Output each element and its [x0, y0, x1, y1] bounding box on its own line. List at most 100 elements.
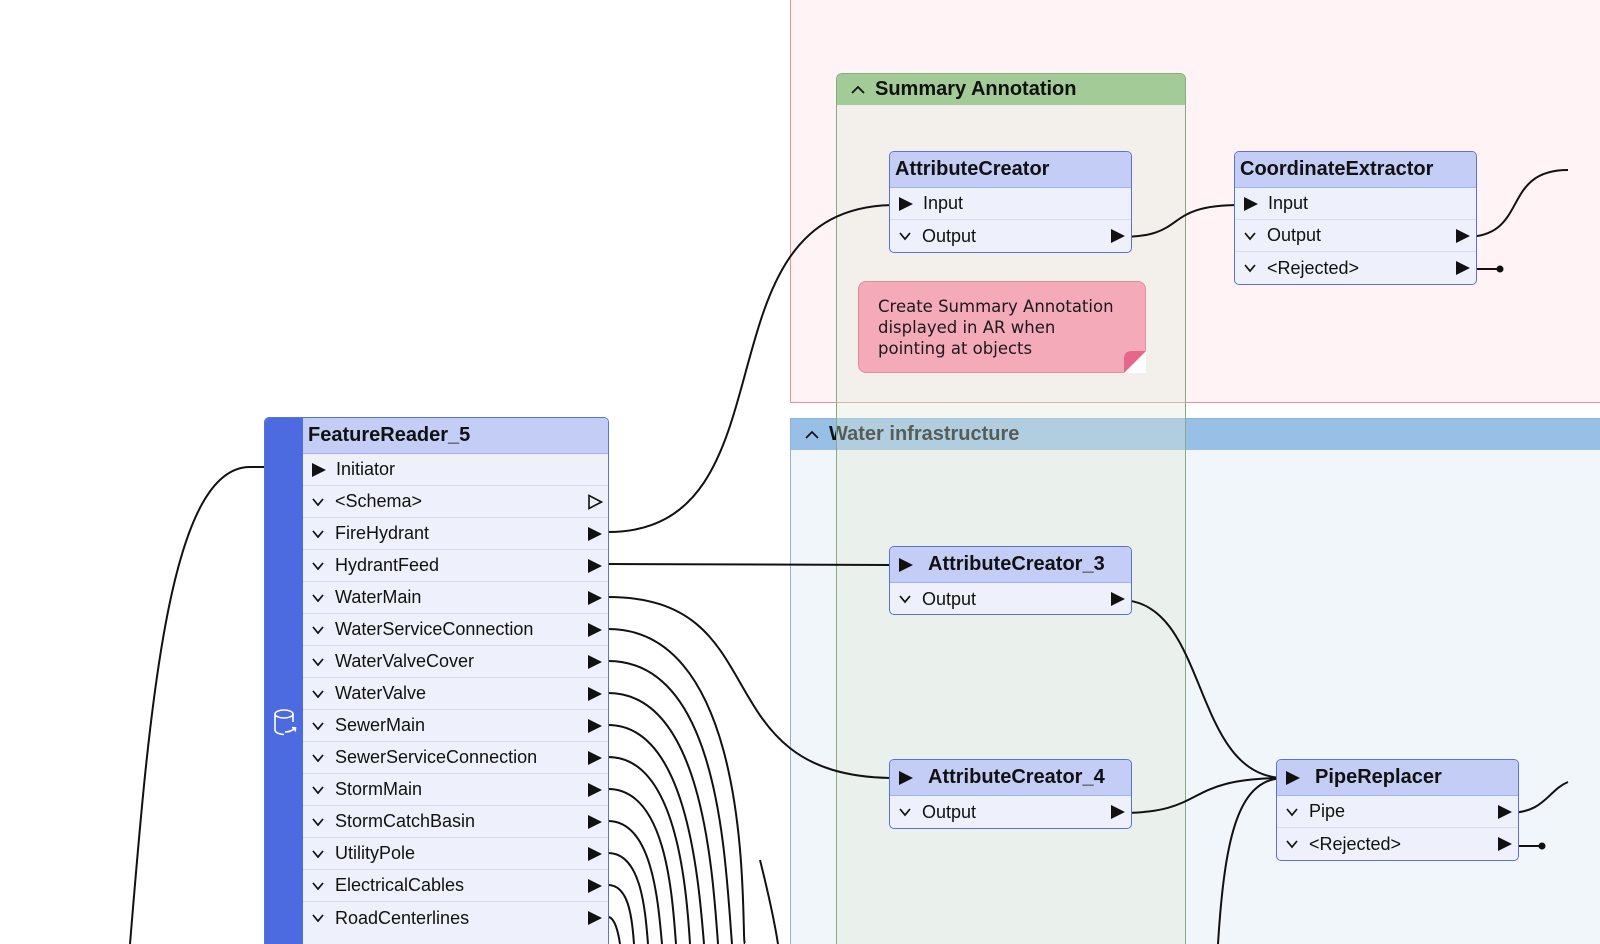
attributecreator-3-header[interactable]: AttributeCreator_3 [890, 547, 1131, 583]
chevron-down-icon[interactable] [898, 805, 912, 819]
reader-port-stormmain[interactable]: StormMain [303, 774, 608, 806]
output-arrow-icon[interactable] [1110, 228, 1126, 244]
reader-port-schema[interactable]: <Schema> [303, 486, 608, 518]
reader-port-watervalve[interactable]: WaterValve [303, 678, 608, 710]
reader-port-watermain[interactable]: WaterMain [303, 582, 608, 614]
attributecreator-4-node[interactable]: AttributeCreator_4 Output [889, 759, 1132, 829]
reader-port-sewerserviceconnection[interactable]: SewerServiceConnection [303, 742, 608, 774]
output-arrow-icon[interactable] [587, 750, 603, 766]
output-arrow-icon[interactable] [587, 558, 603, 574]
output-arrow-icon[interactable] [587, 654, 603, 670]
output-arrow-icon[interactable] [587, 814, 603, 830]
attributecreator-3-output-port[interactable]: Output [890, 583, 1131, 614]
output-arrow-icon[interactable] [587, 718, 603, 734]
input-arrow-icon[interactable] [1243, 196, 1259, 212]
input-arrow-icon[interactable] [898, 196, 914, 212]
reader-port-electricalcables[interactable]: ElectricalCables [303, 870, 608, 902]
attributecreator-node[interactable]: AttributeCreator Input Output [889, 151, 1132, 253]
attributecreator-4-output-port[interactable]: Output [890, 796, 1131, 828]
attributecreator-input-port[interactable]: Input [890, 188, 1131, 220]
feature-reader-node[interactable]: FeatureReader_5 Initiator<Schema> FireHyd… [264, 417, 609, 944]
output-arrow-icon[interactable] [587, 878, 603, 894]
reader-port-stormcatchbasin[interactable]: StormCatchBasin [303, 806, 608, 838]
output-arrow-icon[interactable] [1497, 836, 1513, 852]
chevron-down-icon[interactable] [311, 783, 325, 797]
pipereplacer-pipe-port[interactable]: Pipe [1277, 796, 1518, 828]
pipereplacer-header[interactable]: PipeReplacer [1277, 760, 1518, 796]
chevron-down-icon[interactable] [311, 879, 325, 893]
output-arrow-icon[interactable] [587, 622, 603, 638]
chevron-down-icon[interactable] [311, 559, 325, 573]
coordinateextractor-title: CoordinateExtractor [1240, 158, 1434, 180]
chevron-down-icon[interactable] [1285, 805, 1299, 819]
pipereplacer-node[interactable]: PipeReplacer Pipe <Rejected> [1276, 759, 1519, 861]
chevron-down-icon[interactable] [311, 495, 325, 509]
port-label: FireHydrant [335, 523, 430, 543]
chevron-down-icon[interactable] [311, 623, 325, 637]
output-arrow-icon[interactable] [1455, 228, 1471, 244]
chevron-down-icon[interactable] [1243, 261, 1257, 275]
reader-port-firehydrant[interactable]: FireHydrant [303, 518, 608, 550]
reader-port-waterserviceconnection[interactable]: WaterServiceConnection [303, 614, 608, 646]
attributecreator-4-header[interactable]: AttributeCreator_4 [890, 760, 1131, 796]
port-label: Output [922, 225, 977, 246]
chevron-down-icon[interactable] [898, 592, 912, 606]
attributecreator-4-title: AttributeCreator_4 [928, 766, 1105, 788]
input-arrow-icon[interactable] [898, 557, 914, 573]
attributecreator-output-port[interactable]: Output [890, 220, 1131, 252]
chevron-down-icon[interactable] [311, 527, 325, 541]
port-label: Input [923, 193, 964, 213]
chevron-down-icon[interactable] [311, 847, 325, 861]
port-label: WaterServiceConnection [335, 619, 534, 639]
reader-port-utilitypole[interactable]: UtilityPole [303, 838, 608, 870]
output-arrow-icon[interactable] [587, 526, 603, 542]
reader-port-watervalvecover[interactable]: WaterValveCover [303, 646, 608, 678]
chevron-down-icon[interactable] [1285, 837, 1299, 851]
chevron-down-icon[interactable] [311, 815, 325, 829]
reader-port-roadcenterlines[interactable]: RoadCenterlines [303, 902, 608, 934]
output-arrow-icon[interactable] [1110, 804, 1126, 820]
chevron-down-icon[interactable] [311, 751, 325, 765]
summary-bookmark-header[interactable]: Summary Annotation [837, 74, 1185, 105]
chevron-down-icon[interactable] [311, 591, 325, 605]
coordinateextractor-header[interactable]: CoordinateExtractor [1235, 152, 1476, 188]
pipereplacer-rejected-port[interactable]: <Rejected> [1277, 828, 1518, 860]
summary-bookmark-title: Summary Annotation [875, 78, 1077, 100]
output-arrow-icon[interactable] [587, 590, 603, 606]
port-label: HydrantFeed [335, 555, 440, 575]
reader-port-sewermain[interactable]: SewerMain [303, 710, 608, 742]
reader-title: FeatureReader_5 [308, 424, 471, 446]
coordinateextractor-node[interactable]: CoordinateExtractor Input Output <Reject… [1234, 151, 1477, 285]
attributecreator-header[interactable]: AttributeCreator [890, 152, 1131, 188]
port-label: Output [1267, 225, 1322, 245]
input-arrow-icon[interactable] [1285, 770, 1301, 786]
collapse-caret-icon[interactable] [849, 81, 867, 99]
output-arrow-icon[interactable] [587, 910, 603, 926]
input-arrow-icon[interactable] [311, 462, 327, 478]
chevron-down-icon[interactable] [311, 911, 325, 925]
schema-output-arrow-icon[interactable] [587, 494, 603, 510]
output-arrow-icon[interactable] [1497, 804, 1513, 820]
reader-header[interactable]: FeatureReader_5 [303, 418, 608, 454]
chevron-down-icon[interactable] [311, 687, 325, 701]
output-arrow-icon[interactable] [587, 686, 603, 702]
coordinateextractor-rejected-port[interactable]: <Rejected> [1235, 252, 1476, 284]
reader-port-hydrantfeed[interactable]: HydrantFeed [303, 550, 608, 582]
chevron-down-icon[interactable] [311, 719, 325, 733]
collapse-caret-icon[interactable] [803, 426, 821, 444]
coordinateextractor-input-port[interactable]: Input [1235, 188, 1476, 220]
input-arrow-icon[interactable] [898, 770, 914, 786]
attributecreator-3-node[interactable]: AttributeCreator_3 Output [889, 546, 1132, 615]
port-label: UtilityPole [335, 843, 416, 863]
summary-annotation-note[interactable]: Create Summary Annotation displayed in A… [858, 281, 1146, 373]
chevron-down-icon[interactable] [898, 229, 912, 243]
coordinateextractor-output-port[interactable]: Output [1235, 220, 1476, 252]
output-arrow-icon[interactable] [587, 782, 603, 798]
reader-port-initiator[interactable]: Initiator [303, 454, 608, 486]
chevron-down-icon[interactable] [311, 655, 325, 669]
chevron-down-icon[interactable] [1243, 229, 1257, 243]
output-arrow-icon[interactable] [1110, 591, 1126, 607]
output-arrow-icon[interactable] [587, 846, 603, 862]
output-arrow-icon[interactable] [1455, 260, 1471, 276]
